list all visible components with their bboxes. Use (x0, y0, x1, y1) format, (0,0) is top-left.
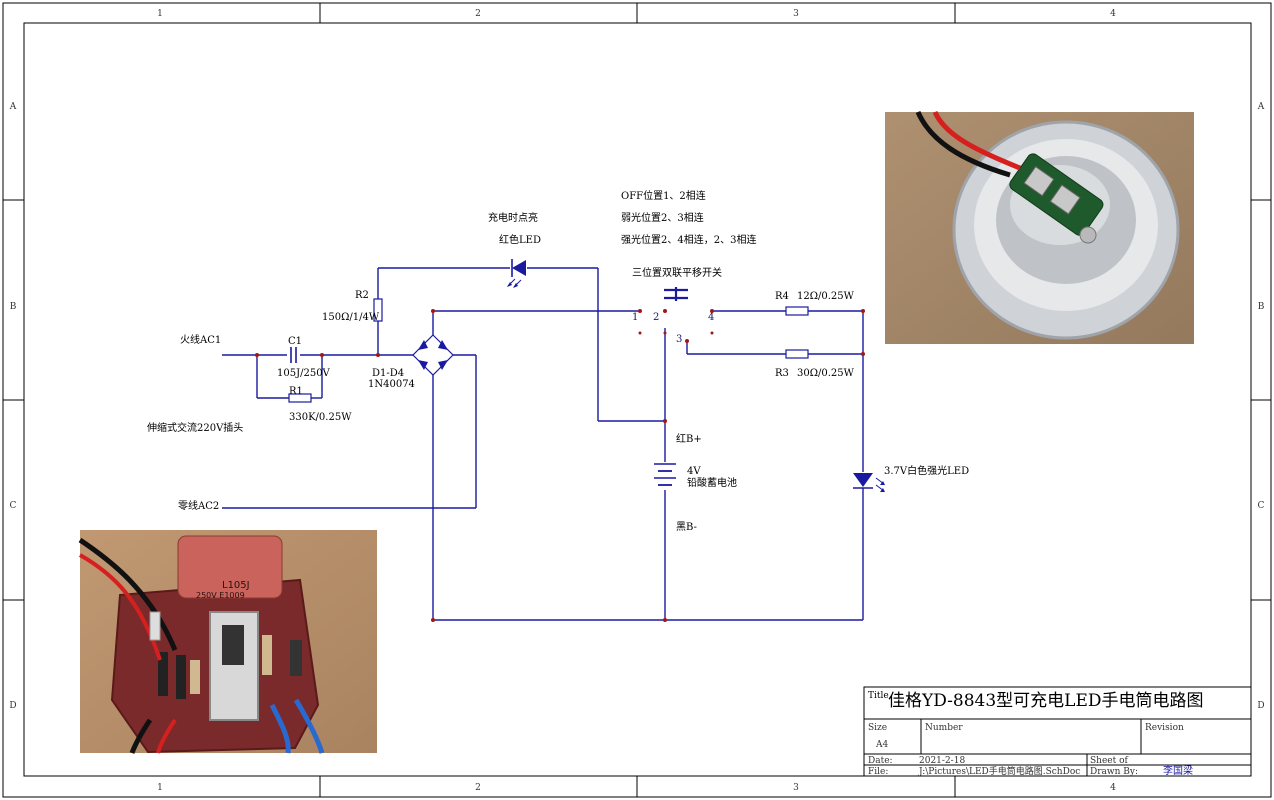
pin-1-label: 1 (632, 312, 638, 323)
live-label: 火线AC1 (180, 333, 221, 346)
battery-type-label: 铅酸蓄电池 (687, 476, 737, 489)
number-label: Number (925, 723, 963, 733)
red-led-label: 红色LED (499, 233, 541, 246)
bridge-rectifier (412, 334, 454, 376)
capacitor-marking: L105J (222, 580, 250, 591)
charger-board-photo: L105J 250V E1009 (78, 530, 377, 754)
col-label: 4 (1110, 783, 1116, 793)
col-label: 3 (793, 783, 799, 793)
r3-value: 30Ω/0.25W (797, 368, 855, 379)
r1-label: R1 (289, 386, 303, 397)
neutral-label: 零线AC2 (178, 499, 219, 512)
battery-symbol (654, 463, 676, 486)
battery-plus-label: 红B+ (676, 432, 702, 445)
pin-3-label: 3 (676, 334, 682, 345)
row-label: B (1258, 302, 1265, 312)
note-strong: 强光位置2、4相连，2、3相连 (621, 233, 756, 246)
drawn-by-value: 李国梁 (1163, 764, 1193, 777)
date-label: Date: (868, 756, 893, 766)
row-label: C (1258, 501, 1265, 511)
r1-value: 330K/0.25W (289, 412, 352, 423)
schematic-labels: OFF位置1、2相连 弱光位置2、3相连 强光位置2、4相连，2、3相连 充电时… (147, 189, 969, 533)
frame-row-labels: A B C D A B C D (9, 102, 1265, 711)
c1-value: 105J/250V (277, 368, 331, 379)
r3-label: R3 (775, 368, 789, 379)
col-label: 2 (475, 9, 481, 19)
col-label: 3 (793, 9, 799, 19)
row-label: B (10, 302, 17, 312)
row-label: D (1257, 701, 1264, 711)
r4-label: R4 (775, 291, 789, 302)
file-value: J:\Pictures\LED手电筒电路图.SchDoc (918, 765, 1080, 777)
title-label: Title (868, 691, 889, 701)
slide-switch-symbol (664, 287, 688, 301)
junction-dots (255, 309, 865, 622)
drawn-by-label: Drawn By: (1090, 767, 1138, 777)
size-value: A4 (875, 740, 888, 750)
switch-label: 三位置双联平移开关 (632, 266, 722, 279)
row-label: A (1257, 102, 1265, 112)
row-label: A (9, 102, 17, 112)
capacitor-marking-2: 250V E1009 (196, 591, 245, 600)
led-head-photo (885, 110, 1194, 344)
col-label: 1 (157, 9, 163, 19)
frame-column-labels: 1 2 3 4 1 2 3 4 (157, 9, 1116, 793)
resistor-r2 (373, 298, 383, 322)
resistor-r1 (288, 393, 312, 403)
charge-note: 充电时点亮 (488, 211, 538, 224)
plug-label: 伸缩式交流220V插头 (147, 421, 243, 434)
sheet-label: Sheet of (1090, 756, 1129, 766)
red-led-symbol (507, 259, 526, 288)
capacitor-c1 (290, 347, 297, 363)
wires (222, 267, 864, 621)
col-label: 4 (1110, 9, 1116, 19)
drawing-title: 佳格YD-8843型可充电LED手电筒电路图 (888, 691, 1204, 711)
row-label: D (9, 701, 16, 711)
frame-column-ticks (3, 3, 1271, 797)
pin-4-label: 4 (708, 312, 714, 323)
white-led-symbol (853, 473, 885, 492)
file-label: File: (868, 767, 888, 777)
white-led-label: 3.7V白色强光LED (884, 464, 969, 477)
battery-voltage-label: 4V (687, 466, 701, 477)
r4-value: 12Ω/0.25W (797, 291, 855, 302)
title-block: Title 佳格YD-8843型可充电LED手电筒电路图 Size A4 Num… (863, 686, 1252, 777)
battery-minus-label: 黑B- (676, 521, 697, 533)
size-label: Size (868, 723, 887, 733)
row-label: C (10, 501, 17, 511)
r2-label: R2 (355, 290, 369, 301)
c1-label: C1 (288, 336, 302, 347)
note-weak: 弱光位置2、3相连 (621, 211, 704, 224)
pin-2-label: 2 (653, 312, 659, 323)
bridge-value: 1N40074 (368, 379, 415, 390)
bridge-label: D1-D4 (372, 368, 404, 379)
r2-value: 150Ω/1/4W (322, 312, 380, 323)
note-off: OFF位置1、2相连 (621, 189, 706, 202)
revision-label: Revision (1145, 723, 1184, 733)
col-label: 1 (157, 783, 163, 793)
resistor-r4 (785, 306, 809, 316)
col-label: 2 (475, 783, 481, 793)
resistor-r3 (785, 349, 809, 359)
date-value: 2021-2-18 (919, 756, 965, 766)
